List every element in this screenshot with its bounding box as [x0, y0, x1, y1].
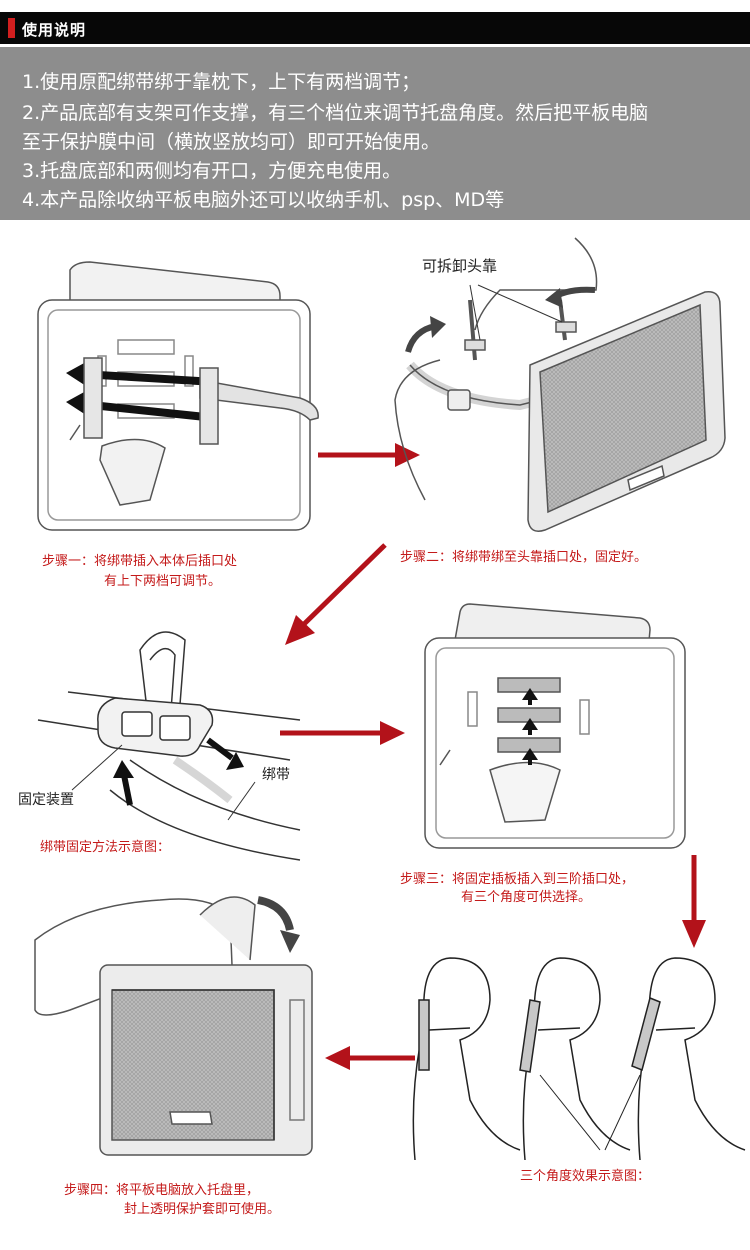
- removable-headrest-label: 可拆卸头靠: [422, 257, 498, 275]
- red-arrow-right-1: [318, 443, 420, 467]
- angles-caption: 三个角度效果示意图：: [520, 1169, 651, 1184]
- instructions-panel: 1.使用原配绑带绑于靠枕下，上下有两档调节； 2.产品底部有支架可作支撑，有三个…: [0, 47, 750, 220]
- step1-caption-line1: 步骤一：将绑带插入本体后插口处: [42, 554, 238, 569]
- step4-caption-line2: 封上透明保护套即可使用。: [124, 1202, 281, 1217]
- section-header: 使用说明: [0, 12, 750, 44]
- instruction-line-4: 4.本产品除收纳平板电脑外还可以收纳手机、psp、MD等: [22, 189, 505, 211]
- header-accent-mark: [8, 18, 15, 38]
- fixing-device-label: 固定装置: [18, 792, 74, 808]
- red-arrow-down: [682, 855, 706, 948]
- step3-caption-line1: 步骤三：将固定插板插入到三阶插口处，: [400, 872, 635, 887]
- instruction-line-2: 2.产品底部有支架可作支撑，有三个档位来调节托盘角度。然后把平板电脑: [22, 102, 649, 124]
- red-arrow-right-2: [280, 721, 405, 745]
- step3-caption-line2: 有三个角度可供选择。: [461, 890, 592, 905]
- red-arrow-down-left: [285, 543, 387, 645]
- step2-caption: 步骤二：将绑带绑至头靠插口处，固定好。: [400, 550, 648, 565]
- instruction-line-2-cont: 至于保护膜中间（横放竖放均可）即可开始使用。: [22, 131, 441, 153]
- instruction-line-1: 1.使用原配绑带绑于靠枕下，上下有两档调节；: [22, 71, 421, 93]
- strap-method-illustration: [37, 631, 301, 861]
- angles-illustration: [412, 957, 746, 1161]
- instruction-line-3: 3.托盘底部和两侧均有开口，方便充电使用。: [22, 160, 402, 182]
- strap-label: 绑带: [262, 767, 290, 783]
- red-arrow-left: [325, 1046, 415, 1070]
- step1-illustration: [37, 261, 319, 531]
- step4-illustration: [34, 896, 313, 1156]
- step2-illustration: [394, 237, 726, 532]
- step3-illustration: [424, 603, 686, 849]
- step1-caption-line2: 有上下两档可调节。: [104, 574, 222, 589]
- step4-caption-line1: 步骤四：将平板电脑放入托盘里，: [64, 1183, 260, 1198]
- strap-method-caption: 绑带固定方法示意图：: [40, 840, 171, 855]
- section-title: 使用说明: [22, 21, 87, 39]
